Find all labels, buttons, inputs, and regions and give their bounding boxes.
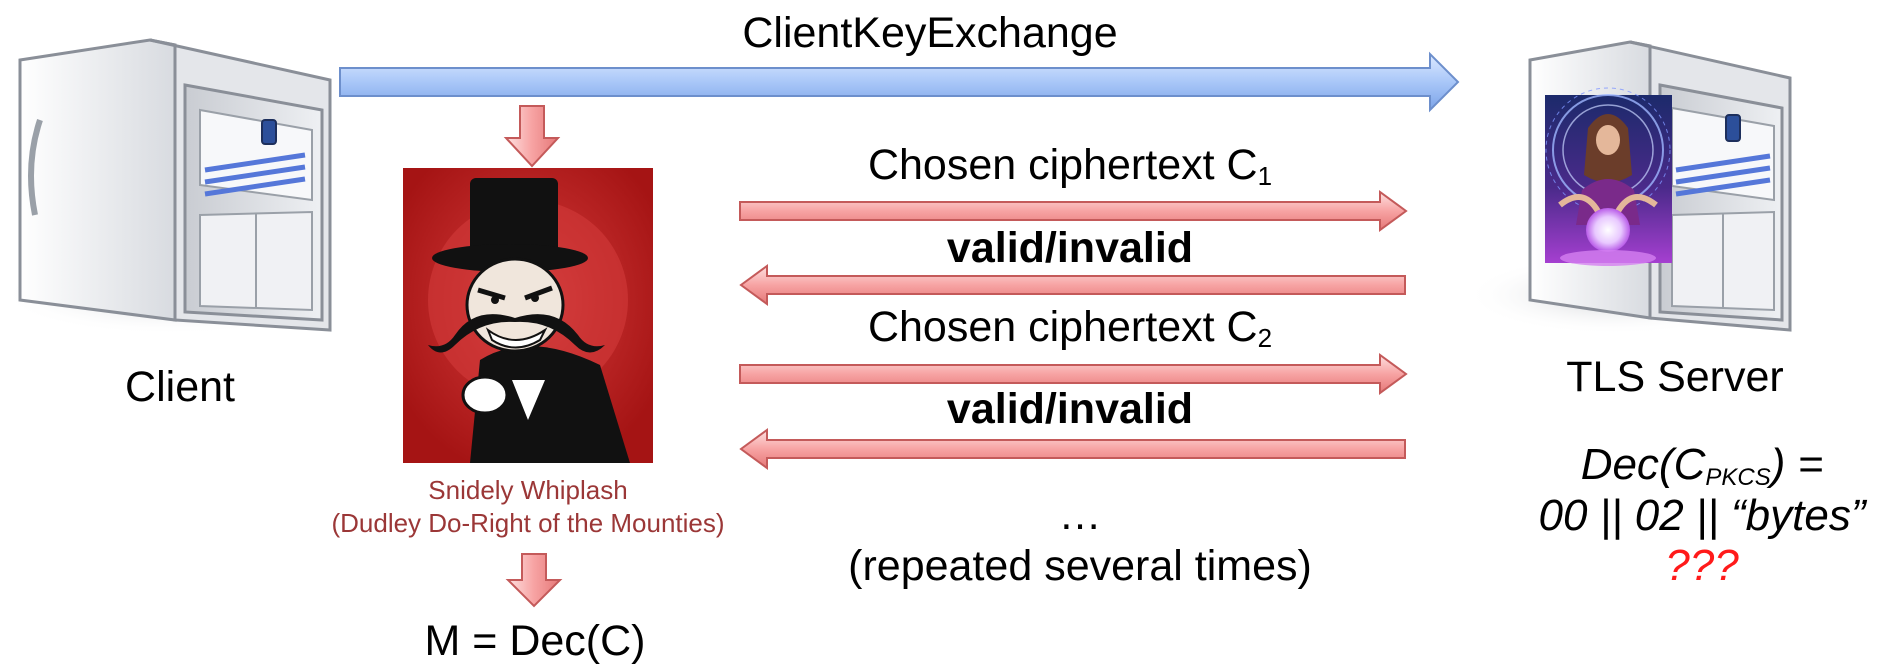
- client-key-exchange-arrow: [339, 51, 1460, 113]
- down-arrow-to-attacker: [503, 105, 561, 168]
- decryption-formula: Dec(CPKCS) = 00 || 02 || “bytes” ???: [1505, 440, 1899, 592]
- response-1-arrow: [739, 264, 1406, 306]
- ellipsis-label: …: [1058, 491, 1102, 539]
- valid-invalid-label-1: valid/invalid: [946, 224, 1194, 272]
- client-key-exchange-label: ClientKeyExchange: [742, 9, 1118, 57]
- valid-invalid-label-2: valid/invalid: [946, 385, 1194, 433]
- oracle-fortune-teller-image: [1545, 87, 1672, 266]
- villain-image: [403, 168, 653, 463]
- server-label: TLS Server: [1566, 353, 1784, 401]
- chosen-ciphertext-1-arrow: [739, 190, 1408, 232]
- attacker-caption: Snidely Whiplash (Dudley Do-Right of the…: [268, 474, 788, 539]
- dec-line-2: 00 || 02 || “bytes”: [1538, 490, 1866, 540]
- response-2-arrow: [739, 428, 1406, 470]
- attacker-name: Snidely Whiplash: [428, 475, 628, 505]
- chosen-ciphertext-2-arrow: [739, 353, 1408, 395]
- attacker-source: (Dudley Do-Right of the Mounties): [331, 507, 725, 538]
- dec-line-1: Dec(CPKCS) =: [1580, 440, 1824, 491]
- chosen-ciphertext-1-label: Chosen ciphertext C1: [867, 141, 1273, 191]
- result-label: M = Dec(C): [424, 617, 646, 665]
- chosen-ciphertext-2-label: Chosen ciphertext C2: [867, 303, 1273, 353]
- question-marks: ???: [1665, 541, 1739, 591]
- down-arrow-to-result: [505, 553, 563, 608]
- repeated-label: (repeated several times): [848, 542, 1312, 590]
- client-label: Client: [125, 363, 235, 411]
- client-server-icon: [0, 38, 340, 335]
